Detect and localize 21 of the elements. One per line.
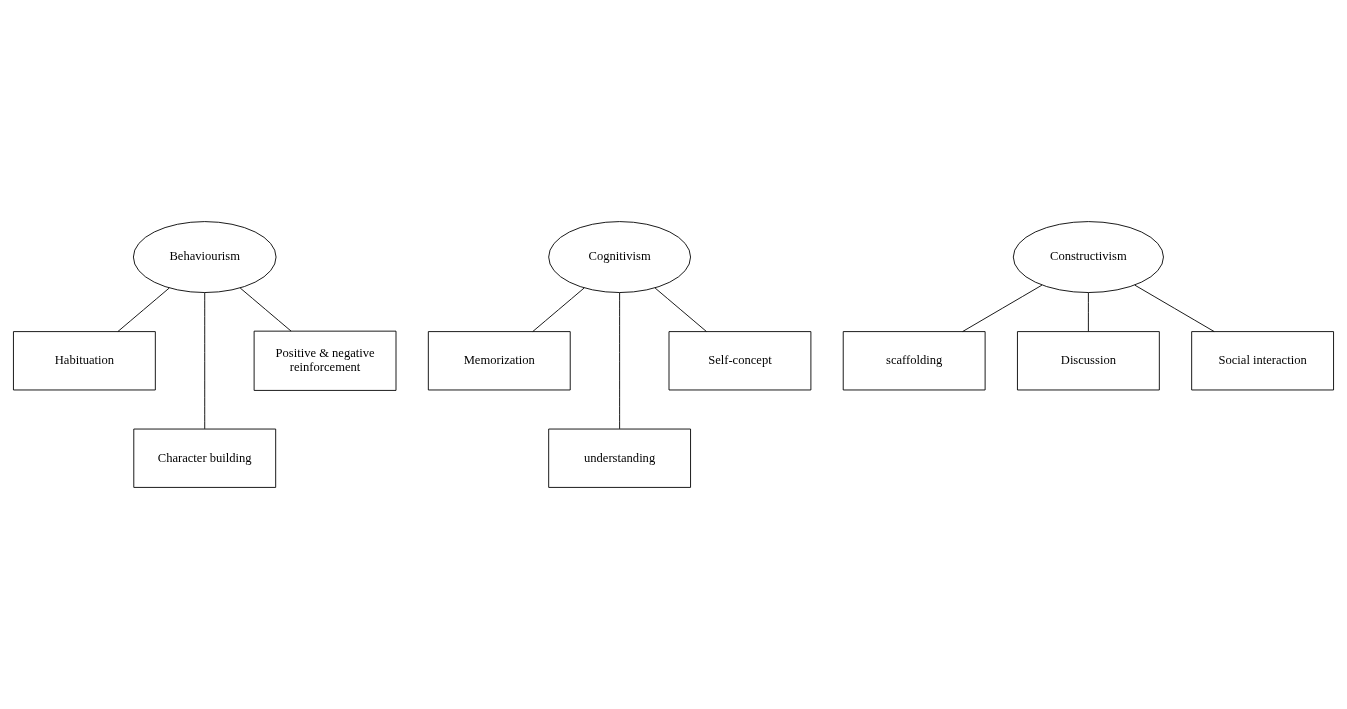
node-box: Character building [133, 428, 277, 488]
node-ellipse: Behaviourism [132, 221, 277, 293]
connector [1134, 284, 1215, 332]
connector [962, 284, 1043, 332]
node-box: understanding [548, 428, 691, 488]
node-box: Memorization [427, 331, 571, 391]
node-box: Social interaction [1191, 331, 1334, 391]
connector [204, 292, 206, 430]
node-ellipse: Cognitivism [548, 221, 691, 293]
connector [654, 287, 707, 332]
node-ellipse: Constructivism [1012, 221, 1164, 293]
node-box: Habituation [13, 331, 156, 391]
node-box: Positive & negative reinforcement [253, 330, 397, 391]
connector [619, 292, 621, 430]
node-box: Discussion [1017, 331, 1160, 391]
node-box: scaffolding [842, 331, 986, 391]
connector [117, 287, 170, 332]
connector [532, 287, 585, 332]
connector [239, 287, 292, 332]
node-box: Self-concept [668, 331, 812, 391]
connector [1087, 292, 1089, 332]
